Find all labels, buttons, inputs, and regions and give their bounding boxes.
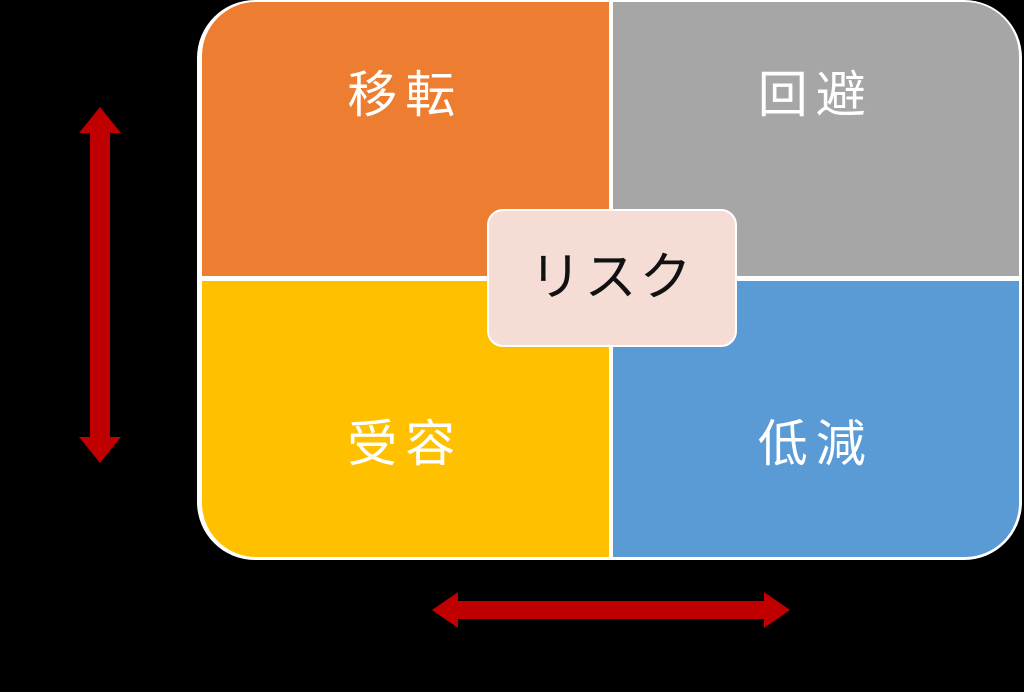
center-risk-label: リスク	[529, 249, 695, 307]
quadrant-reduce-label: 低減	[757, 416, 874, 472]
horizontal-double-arrow-icon	[432, 592, 790, 628]
quadrant-transfer-label: 移転	[347, 67, 464, 123]
quadrant-grid: 移転 回避 受容 低減	[197, 0, 1022, 560]
quadrant-accept: 受容	[202, 281, 609, 557]
quadrant-accept-label: 受容	[347, 416, 464, 472]
vertical-double-arrow-icon	[79, 107, 121, 463]
center-risk-box: リスク	[487, 209, 737, 347]
quadrant-avoid-label: 回避	[757, 67, 874, 123]
horizontal-double-arrow-shape	[432, 592, 790, 628]
vertical-double-arrow-shape	[79, 107, 121, 463]
